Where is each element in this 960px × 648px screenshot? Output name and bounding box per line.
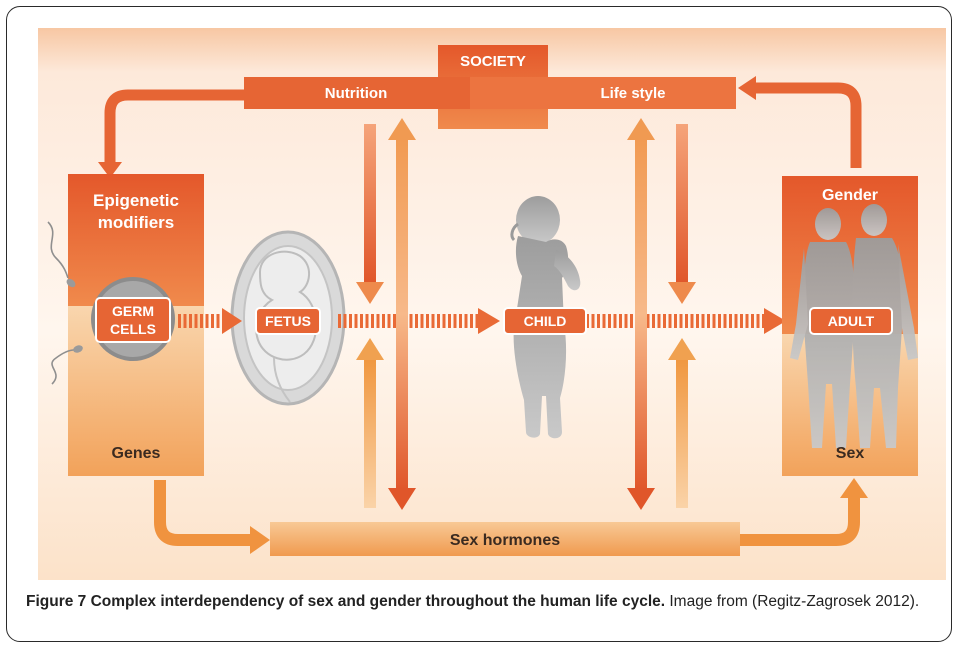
sex-hormones-bar [270,522,740,556]
sperm-icon [47,221,76,288]
germ-label-line2: CELLS [110,321,156,337]
sex-hormones-label: Sex hormones [450,532,560,549]
lifestyle-bar [470,77,736,109]
society-label: SOCIETY [460,53,526,70]
sex-label: Sex [836,445,865,462]
hormone-arrow-left [154,480,270,554]
hormone-up-arrow-right [668,338,696,508]
caption-title: Figure 7 Complex interdependency of sex … [26,593,666,610]
sperm-icon [51,345,83,385]
nutrition-label: Nutrition [325,85,387,102]
adult-label-box [809,307,893,335]
bidirectional-arrow-left [388,118,416,510]
dashed-arrow-fetus-child [338,308,500,334]
caption-source: Image from (Regitz-Zagrosek 2012). [665,593,920,610]
dashed-arrow-child-adult [586,308,786,334]
loop-arrow-left [98,89,244,178]
bidirectional-arrow-right [627,118,655,510]
hormone-arrow-right [740,478,868,546]
dashed-arrow-germ-fetus [178,308,242,334]
hormone-up-arrow-left [356,338,384,508]
child-silhouette [510,196,581,439]
epigenetic-label-line2: modifiers [98,213,175,232]
child-label-box [503,307,587,335]
fetus-label: FETUS [265,313,311,329]
adult-label: ADULT [828,313,875,329]
nutrition-down-arrow [356,124,384,304]
germ-label-line1: GERM [112,303,154,319]
germ-cells-label-box [95,297,171,343]
diagram-canvas: SOCIETY Nutrition Life style Epigenetic … [38,28,946,580]
diagram: SOCIETY Nutrition Life style Epigenetic … [38,28,946,580]
epigenetic-label-line1: Epigenetic [93,191,179,210]
adult-silhouettes [790,204,918,448]
lifestyle-label: Life style [600,85,665,102]
lifestyle-down-arrow [668,124,696,304]
genes-label: Genes [112,445,161,462]
child-label: CHILD [524,313,567,329]
loop-arrow-right [738,76,862,168]
figure-caption: Figure 7 Complex interdependency of sex … [26,590,938,614]
gender-label: Gender [822,187,878,204]
fetus-label-box [255,307,321,335]
